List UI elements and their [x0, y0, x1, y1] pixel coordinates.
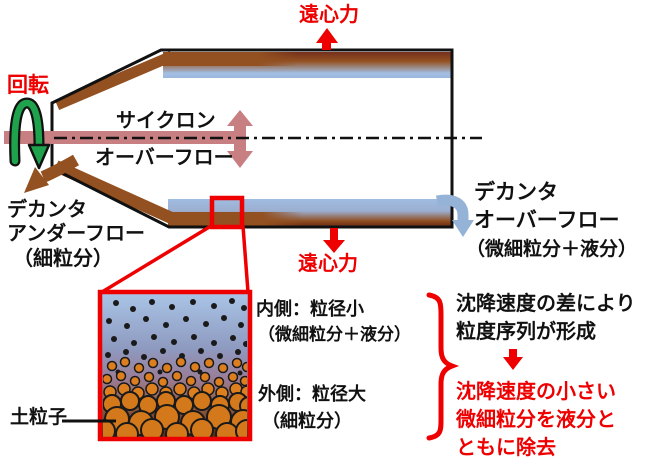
rotation-label: 回転 — [7, 74, 49, 98]
conclusion-arrow-down-icon — [503, 349, 523, 370]
decanter-overflow-label-line3: （微細粒分＋液分） — [466, 239, 637, 260]
conclusion-black-line2: 粒度序列が形成 — [456, 321, 596, 343]
centrifugal-arrow-down-icon — [323, 228, 345, 253]
inner-side-label-line1: 内側：粒径小 — [256, 299, 364, 319]
bottom-sediment-brown-left — [168, 212, 303, 226]
top-sediment-brown-left — [163, 52, 298, 66]
grouping-brace — [429, 295, 452, 438]
centrifugal-bottom-label: 遠心力 — [298, 253, 358, 275]
inner-side-label-line2: （微細粒分＋液分） — [258, 325, 411, 344]
outer-side-label-line2: （細粒分） — [262, 411, 352, 431]
cyclone-overflow-label-line2: オーバーフロー — [95, 147, 234, 169]
conclusion-red-line1: 沈降速度の小さい — [456, 381, 616, 403]
decanter-underflow-label-line3: （細粒分） — [13, 248, 113, 270]
centrifugal-arrow-up-icon — [316, 28, 338, 50]
conclusion-red-line2: 微細粒分を液分と — [456, 409, 616, 431]
decanter-underflow-label-line1: デカンタ — [7, 199, 87, 221]
decanter-underflow-label-line2: アンダーフロー — [7, 223, 145, 245]
centrifugal-top-label: 遠心力 — [299, 4, 359, 26]
conclusion-black-line1: 沈降速度の差により — [456, 293, 636, 315]
outer-side-label-line1: 外側：粒径大 — [258, 384, 366, 404]
conclusion-red-line3: ともに除去 — [456, 437, 556, 459]
cyclone-overflow-label-line1: サイクロン — [116, 110, 216, 132]
decanter-overflow-label-line1: デカンタ — [474, 181, 558, 205]
zoom-connector-right — [243, 226, 248, 292]
inset-box — [93, 292, 258, 445]
soil-particle-label: 土粒子 — [10, 407, 67, 428]
decanter-overflow-label-line2: オーバーフロー — [474, 209, 620, 233]
